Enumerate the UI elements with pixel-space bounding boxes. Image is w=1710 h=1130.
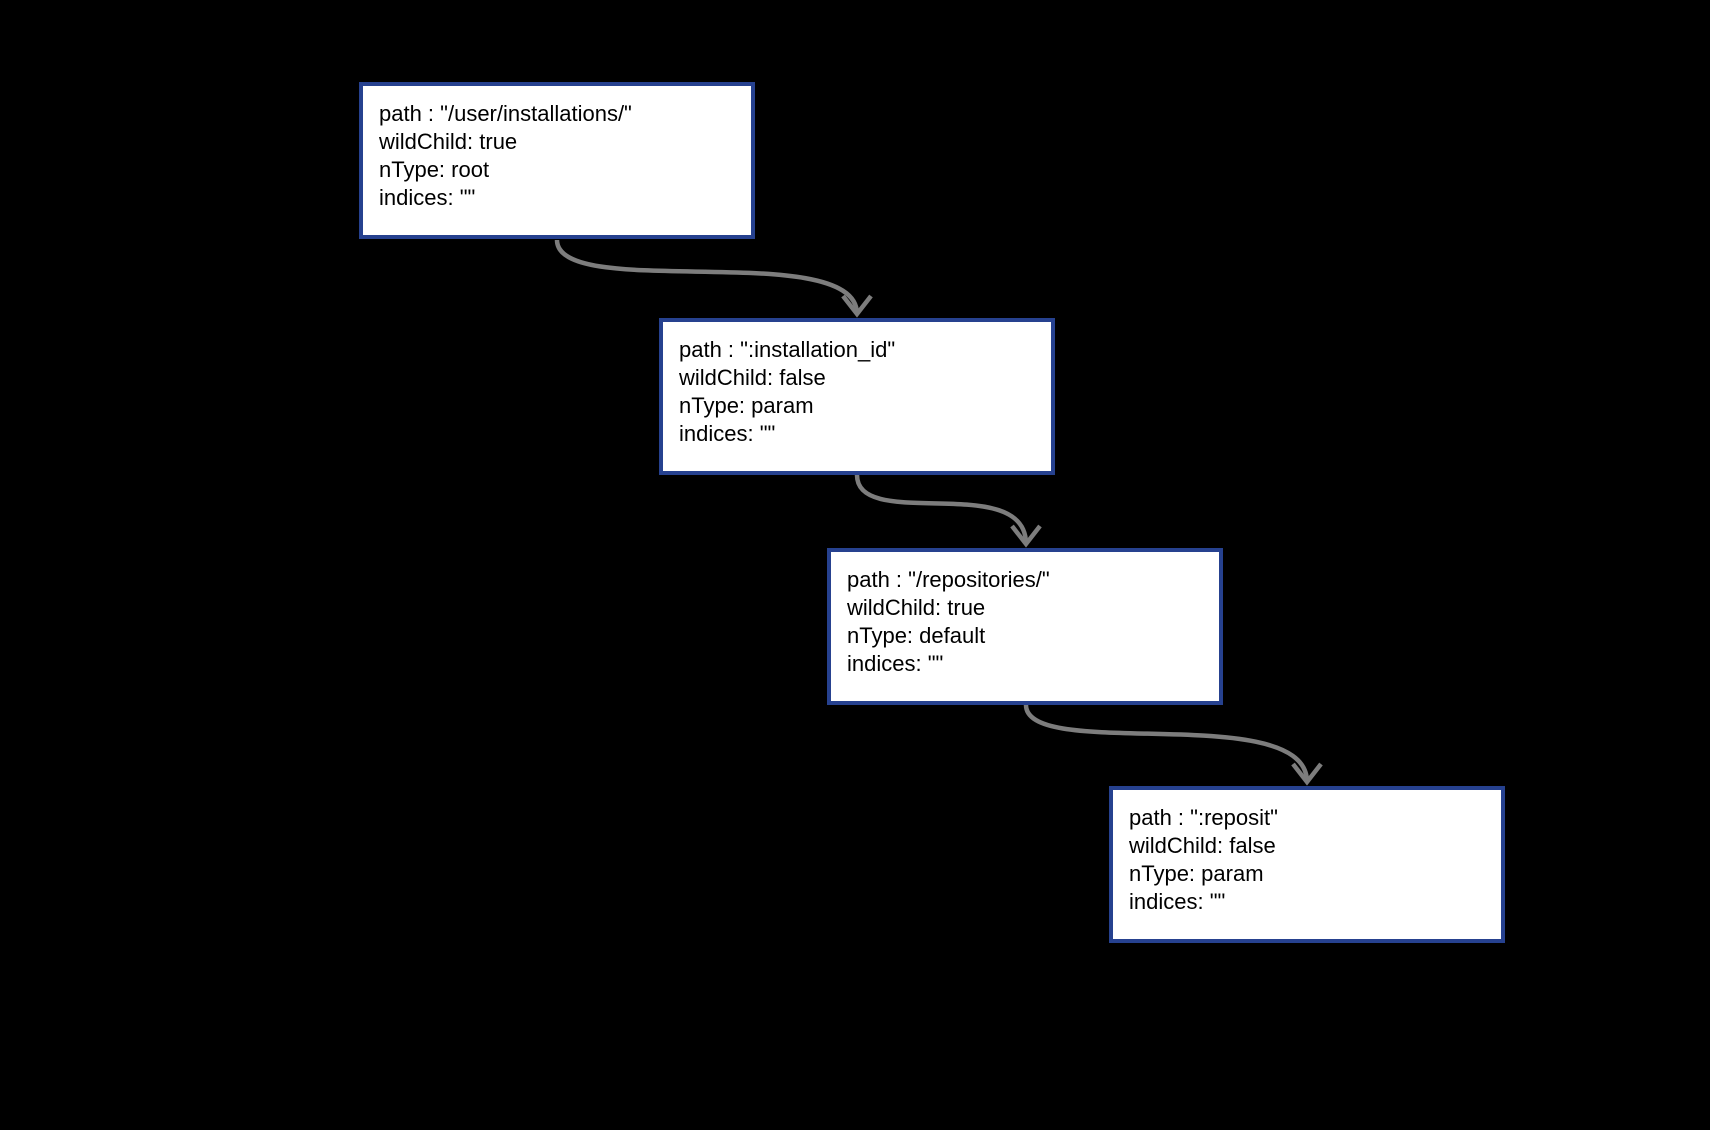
edge-curve [854, 474, 1029, 545]
node-line-indices: indices: "" [379, 185, 476, 210]
node-line-ntype: nType: root [379, 157, 490, 182]
node-line-ntype: nType: default [847, 623, 986, 648]
node-line-path: path : ":installation_id" [679, 337, 896, 362]
node-line-indices: indices: "" [679, 421, 776, 446]
arrowhead-down-icon [1010, 524, 1042, 548]
edge-repositories-to-reposit [1023, 704, 1323, 786]
edge-curve [1023, 704, 1310, 783]
node-root: path : "/user/installations/" wildChild:… [359, 82, 755, 239]
node-line-indices: indices: "" [1129, 889, 1226, 914]
node-installation-id: path : ":installation_id" wildChild: fal… [659, 318, 1055, 475]
node-line-path: path : "/user/installations/" [379, 101, 632, 126]
node-line-wildchild: wildChild: false [1129, 833, 1276, 858]
arrowhead-down-icon [1291, 762, 1323, 786]
node-reposit: path : ":reposit" wildChild: false nType… [1109, 786, 1505, 943]
edge-installation-id-to-repositories [854, 474, 1042, 548]
node-line-ntype: nType: param [679, 393, 814, 418]
edge-curve [554, 239, 860, 315]
node-line-wildchild: wildChild: false [679, 365, 826, 390]
node-line-ntype: nType: param [1129, 861, 1264, 886]
node-line-wildchild: wildChild: true [379, 129, 518, 154]
node-line-wildchild: wildChild: true [847, 595, 986, 620]
arrowhead-down-icon [841, 294, 873, 318]
node-line-path: path : "/repositories/" [847, 567, 1050, 592]
node-line-indices: indices: "" [847, 651, 944, 676]
edge-root-to-installation-id [554, 239, 873, 318]
node-line-path: path : ":reposit" [1129, 805, 1278, 830]
node-repositories: path : "/repositories/" wildChild: true … [827, 548, 1223, 705]
